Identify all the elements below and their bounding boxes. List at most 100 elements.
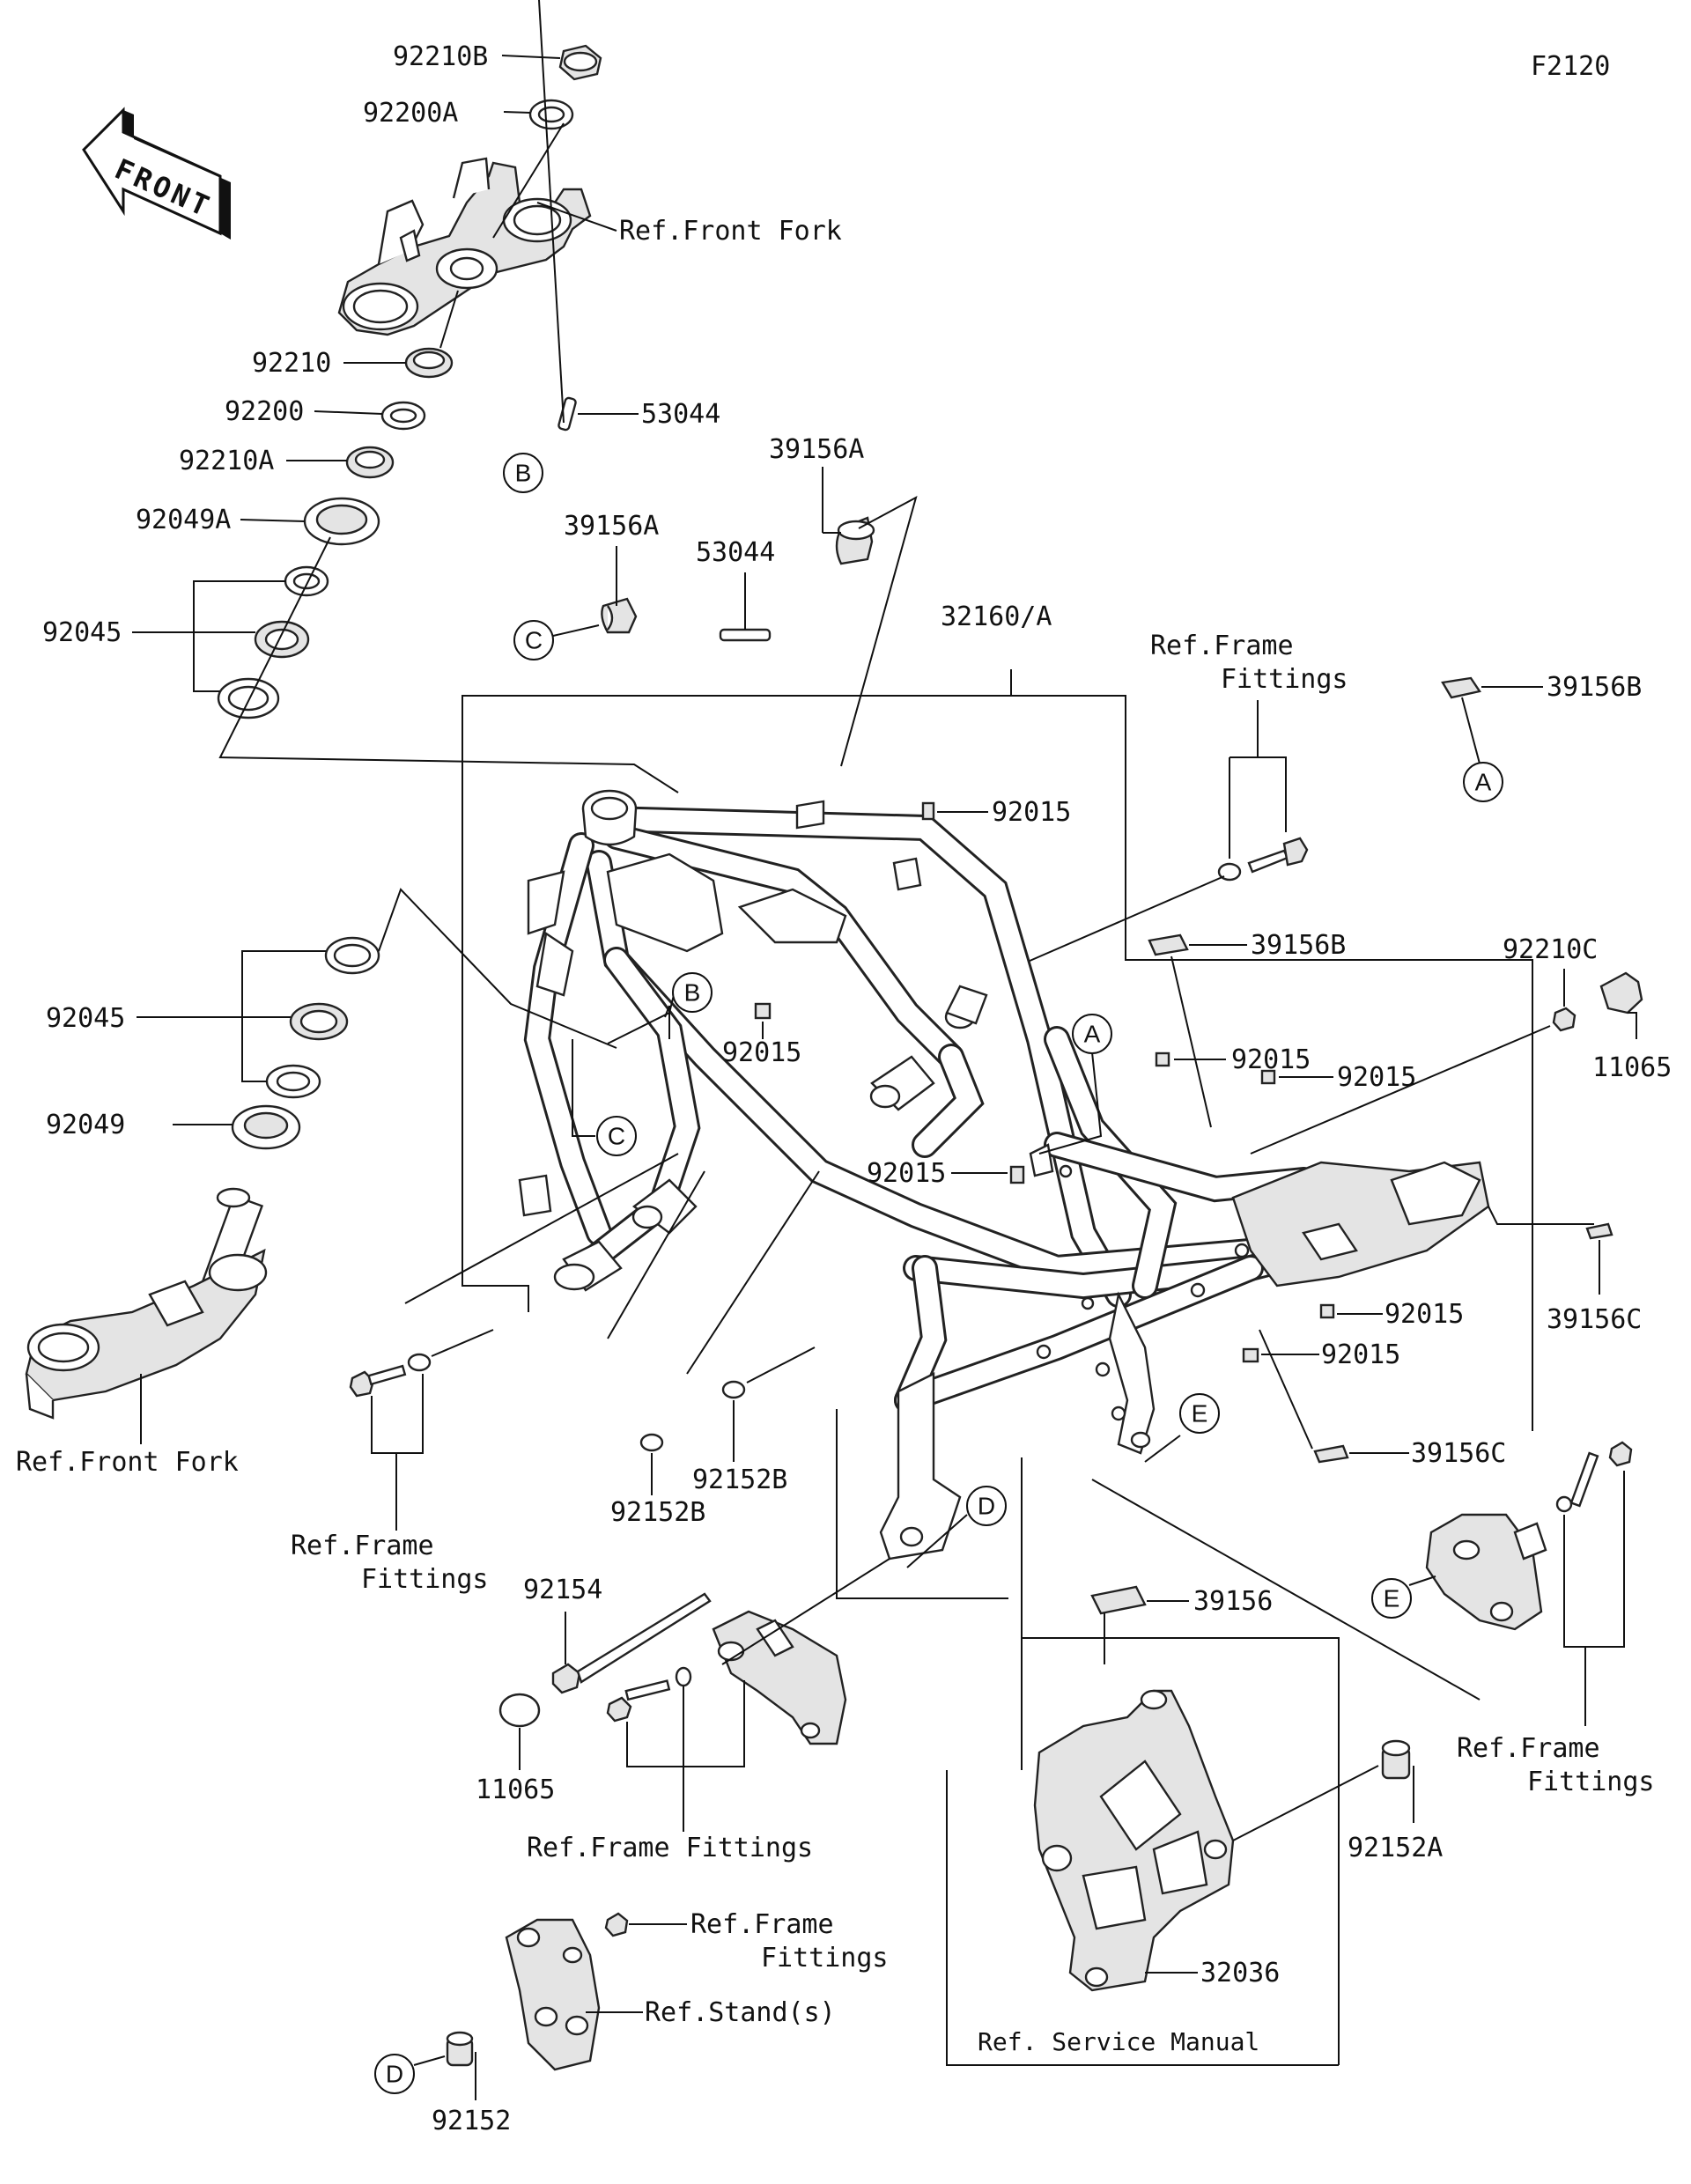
label-92015-f: 92015 [1385,1299,1464,1330]
front-arrow-icon: FRONT [82,107,231,240]
bolt-92015-c [1155,1051,1170,1067]
label-92152: 92152 [432,2106,511,2136]
label-92015-b: 92015 [722,1037,801,1068]
label-92049: 92049 [46,1110,125,1140]
bolt-ref-frame-top [1217,837,1309,882]
label-39156C-right: 39156C [1547,1304,1642,1335]
label-ref-frame-left-2: Fittings [361,1564,489,1595]
bearing-92045-mid [265,936,380,1099]
bracket-right [1425,1513,1547,1631]
label-92152B-1: 92152B [610,1497,705,1528]
callout-d-mid-label: D [978,1493,995,1520]
bushing-39156A-mid [601,597,638,634]
pad-39156B-mid [1148,933,1189,956]
bolt-92015-f [1319,1303,1335,1319]
label-11065-bottom: 11065 [476,1774,555,1805]
label-92015-a: 92015 [992,797,1071,828]
label-92015-g: 92015 [1321,1339,1400,1370]
label-92210B: 92210B [393,41,488,72]
label-92210A: 92210A [179,446,274,476]
label-ref-stands: Ref.Stand(s) [645,1997,836,2028]
bolt-92015-e [1009,1165,1025,1184]
nut-92210B [558,44,602,81]
pad-39156C-right [1585,1222,1613,1240]
label-39156B-mid: 39156B [1251,930,1346,961]
label-ref-front-fork-top: Ref.Front Fork [619,216,842,247]
callout-e-mid [1179,1393,1220,1434]
bracket-32036 [1033,1689,1235,1992]
label-32160A: 32160/A [941,601,1052,632]
callout-d-bottom-label: D [386,2061,403,2088]
callout-a-mid-label: A [1084,1021,1101,1048]
nut-92210 [404,347,454,379]
label-ref-frame-top-2: Fittings [1221,664,1348,695]
washer-92200 [380,401,426,431]
label-92015-e: 92015 [867,1158,946,1189]
label-92152A: 92152A [1348,1833,1443,1863]
label-92210C: 92210C [1503,934,1598,965]
label-ref-frame-bottom-1: Ref.Frame [690,1909,834,1940]
callout-c-mid [596,1116,637,1156]
bracket-stand [505,1918,601,2071]
seal-92049A [303,497,380,546]
label-53044-top: 53044 [641,399,720,430]
callout-d-mid [966,1486,1007,1526]
label-92049A: 92049A [136,505,231,535]
pad-39156C-mid [1313,1444,1349,1464]
label-ref-front-fork-bottom: Ref.Front Fork [16,1447,239,1478]
bolt-92154 [551,1592,712,1694]
label-92200A: 92200A [363,98,458,129]
nut-92210C [1552,1007,1577,1032]
label-92045-top: 92045 [42,617,122,648]
seal-92049 [231,1104,301,1150]
callout-e-mid-label: E [1192,1400,1208,1428]
bolt-ref-frame-right [1555,1441,1633,1513]
label-53044-mid: 53044 [696,537,775,568]
label-92210: 92210 [252,348,331,379]
plug-11065-right [1599,971,1643,1015]
pin-53044-mid [719,628,772,642]
spacer-92152B-1 [639,1433,664,1452]
label-ref-service-manual: Ref. Service Manual [978,2027,1259,2056]
callout-a-top-label: A [1475,769,1492,796]
collar-92152 [446,2031,474,2067]
label-ref-frame-mid: Ref.Frame Fittings [527,1833,813,1863]
label-32036: 32036 [1200,1958,1280,1988]
bolt-ref-frame-mid [606,1666,692,1723]
label-ref-frame-top-1: Ref.Frame [1150,631,1294,661]
callout-b-mid [672,972,713,1013]
bushing-39156A-top [835,516,875,565]
label-92152B-2: 92152B [692,1465,787,1495]
lower-triple-clamp [25,1187,268,1420]
label-39156B-top: 39156B [1547,672,1642,703]
label-92154: 92154 [523,1575,602,1605]
bolt-92015-d [1260,1069,1276,1085]
callout-b-top-label: B [515,460,532,487]
callout-c-top [513,620,554,660]
callout-c-top-label: C [525,627,543,654]
bolt-92015-b [754,1002,772,1020]
bracket-center [712,1610,847,1745]
bolt-92015-g [1242,1347,1259,1363]
callout-a-mid [1072,1014,1112,1054]
pad-39156-bottom [1090,1585,1147,1615]
callout-b-mid-label: B [684,979,701,1007]
spacer-92152B-2 [721,1380,746,1399]
label-39156-bottom: 39156 [1193,1586,1273,1617]
diagram-code: F2120 [1531,51,1610,82]
label-11065-right: 11065 [1592,1052,1672,1083]
label-92045-mid: 92045 [46,1003,125,1034]
washer-92200A [528,99,574,130]
pad-39156B-top [1441,676,1481,699]
label-ref-frame-right-1: Ref.Frame [1457,1733,1600,1764]
label-39156C-mid: 39156C [1411,1438,1506,1469]
bearing-92045-top [217,565,329,719]
callout-c-mid-label: C [608,1123,625,1150]
callout-b-top [503,453,543,493]
label-ref-frame-right-2: Fittings [1527,1767,1655,1797]
pin-53044-top [558,396,577,432]
label-ref-frame-bottom-2: Fittings [761,1943,889,1974]
upper-triple-clamp [337,157,592,336]
